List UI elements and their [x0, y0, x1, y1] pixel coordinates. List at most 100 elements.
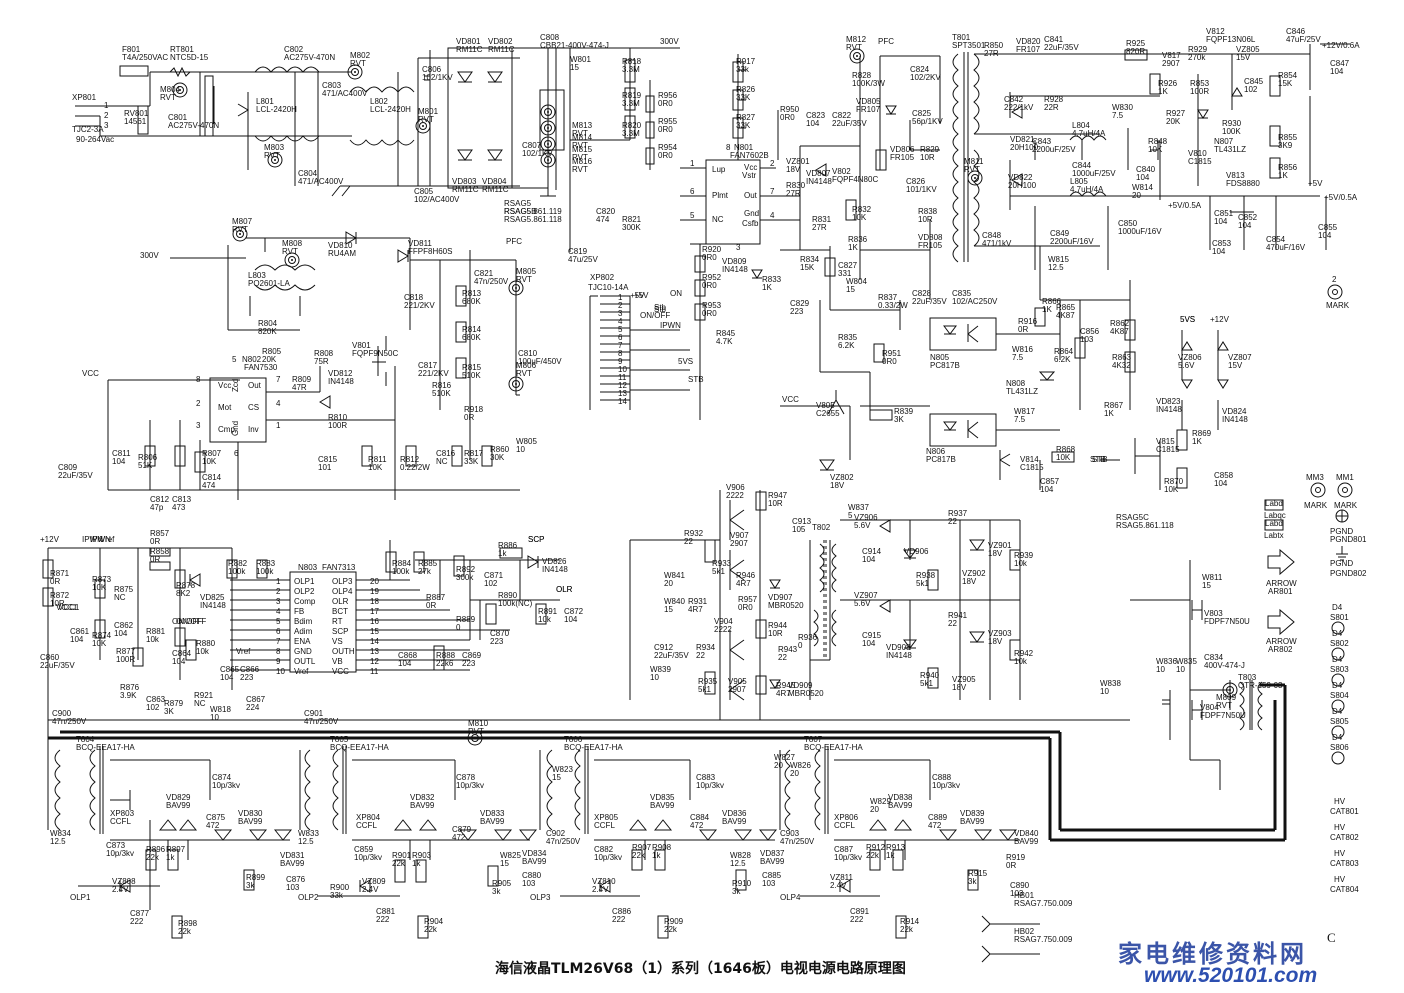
component-ref: R809	[292, 375, 312, 384]
output-label: +12V/0.6A	[1322, 41, 1360, 50]
component-value: 103	[286, 883, 300, 892]
component-ref: M802	[350, 51, 371, 60]
component-ref: C863	[146, 695, 166, 704]
component-value: 22k	[900, 925, 914, 934]
component-value: 10K	[1164, 485, 1179, 494]
ic-pin-number: 15	[370, 627, 379, 636]
component-ref: C872	[564, 607, 584, 616]
component-value: 222	[130, 917, 144, 926]
component-ref: R891	[538, 607, 558, 616]
ic-pin: OLP3	[332, 577, 353, 586]
component-value: CBB21-400V-474-J	[540, 41, 609, 50]
ic-pin: Vcc	[744, 163, 757, 172]
component-value: 10K	[1148, 145, 1163, 154]
component-ref: R830	[786, 181, 806, 190]
component-value: FQPF13N06L	[1206, 35, 1256, 44]
component-ref: R811	[368, 455, 387, 464]
component-value: 100K	[1222, 127, 1241, 136]
component-value: 102/AC250V	[952, 297, 998, 306]
component-value: RVT	[572, 141, 588, 150]
component-value: 104	[1040, 485, 1054, 494]
component-ref: R827	[736, 113, 756, 122]
component-ref: R845	[716, 329, 736, 338]
component-value: 22uF/35V	[654, 651, 689, 660]
ic-pin: FB	[294, 607, 304, 616]
component-ref: C891	[850, 907, 870, 916]
component-ref: HB01	[1014, 891, 1035, 900]
right-column-label: HV	[1334, 875, 1346, 884]
component-value: 18V	[962, 577, 977, 586]
component-ref: C883	[696, 773, 716, 782]
ic-pin: OUTL	[294, 657, 316, 666]
component-ref: C848	[982, 231, 1002, 240]
component-value: 222/1kV	[1004, 103, 1034, 112]
component-ref: R910	[732, 879, 752, 888]
component-value: 15	[500, 859, 509, 868]
component-value: RM11C	[456, 45, 483, 54]
component-value: 104	[70, 635, 84, 644]
component-value: AC275V-470N	[284, 53, 335, 62]
ic-pin-number: 8	[196, 375, 201, 384]
component-value: 104	[1212, 247, 1226, 256]
component-ref: R867	[1104, 401, 1124, 410]
component-ref: VD802	[488, 37, 513, 46]
component-ref: C847	[1330, 59, 1350, 68]
connector-pin: 4	[618, 317, 623, 326]
component-ref: C825	[912, 109, 932, 118]
component-ref: R864	[1054, 347, 1074, 356]
component-ref: R926	[1158, 79, 1178, 88]
component-ref: C823	[806, 111, 826, 120]
right-column-label: S805	[1330, 717, 1349, 726]
component-ref: C855	[1318, 223, 1338, 232]
component-value: 18V	[830, 481, 845, 490]
component-value: 22k6	[436, 659, 454, 668]
ic-pin: OLR	[332, 597, 349, 606]
component-value: 56p/1KV	[912, 117, 943, 126]
component-ref: N808	[1006, 379, 1026, 388]
component-value: 103	[1080, 335, 1094, 344]
component-value: 3.3M	[622, 99, 640, 108]
component-ref: R937	[948, 509, 968, 518]
right-column-label: PGND	[1330, 527, 1353, 536]
component-ref: R907	[632, 843, 652, 852]
ic-pin-number: 4	[276, 399, 281, 408]
component-ref: C882	[594, 845, 614, 854]
connector-pin: 14	[618, 397, 627, 406]
component-ref: C852	[1238, 213, 1258, 222]
component-value: 20	[1132, 191, 1141, 200]
component-value: 300k	[456, 573, 474, 582]
component-value: 3k	[732, 887, 741, 896]
component-ref: F801	[122, 45, 141, 54]
component-ref: T806	[564, 735, 583, 744]
component-ref: V814	[1020, 455, 1039, 464]
component-value: IN4148	[1222, 415, 1248, 424]
component-ref: R921	[194, 691, 214, 700]
ic-pin: NC	[712, 215, 724, 224]
component-value: RVT	[264, 151, 280, 160]
component-value: BAV99	[650, 801, 675, 810]
component-value: 0R0	[658, 125, 673, 134]
ic-pin-number: 7	[276, 637, 281, 646]
ic-pin: Gnd	[231, 421, 240, 436]
component-ref: C813	[172, 495, 192, 504]
component-value: 18V	[786, 165, 801, 174]
component-value: RSAG5.861.119	[504, 207, 562, 216]
component-value: FQPF4N80C	[832, 175, 878, 184]
component-ref: R904	[424, 917, 444, 926]
component-value: BAV99	[888, 801, 913, 810]
component-value: 104	[1214, 479, 1228, 488]
component-ref: R834	[800, 255, 820, 264]
component-value: 10k	[1014, 559, 1028, 568]
component-value: 10p/3kv	[594, 853, 622, 862]
ic-pin-number: 12	[370, 657, 379, 666]
component-ref: M813	[572, 121, 593, 130]
component-ref: C807	[522, 141, 542, 150]
component-value: 15	[552, 773, 561, 782]
component-ref: C915	[862, 631, 882, 640]
component-value: 33K	[736, 121, 751, 130]
ic-pin: OUTH	[332, 647, 355, 656]
ic-pin: Gnd	[744, 209, 759, 218]
component-ref: V817	[1162, 51, 1181, 60]
component-value: 104	[114, 629, 128, 638]
component-ref: T805	[330, 735, 349, 744]
